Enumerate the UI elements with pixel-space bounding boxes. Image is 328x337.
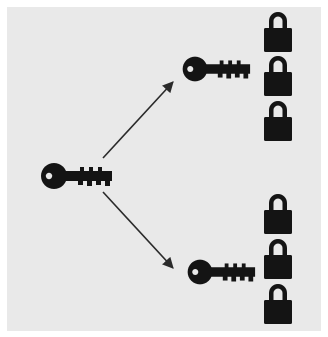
padlock-icon [264, 56, 292, 96]
padlock-icon [264, 239, 292, 279]
padlock-icon [264, 194, 292, 234]
lower-key-icon [187, 259, 256, 285]
arrow-to-lower-key [102, 191, 174, 269]
arrow-to-upper-key [102, 81, 174, 159]
padlock-icon [264, 101, 292, 141]
master-key-icon [41, 163, 112, 189]
padlock-icon [264, 284, 292, 324]
padlock-icon [264, 12, 292, 52]
upper-key-icon [182, 56, 251, 82]
